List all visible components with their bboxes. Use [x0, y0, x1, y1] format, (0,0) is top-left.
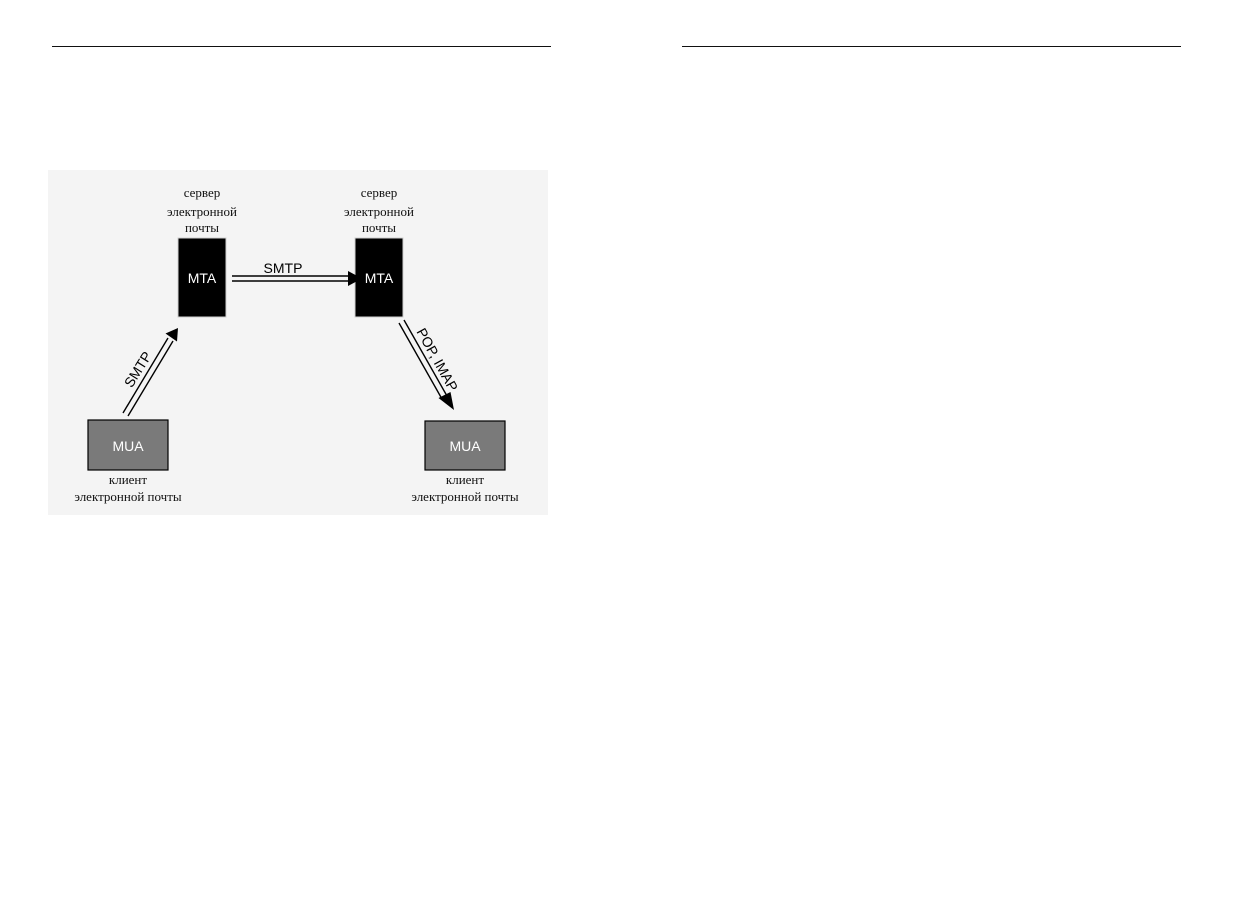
- header-rule: [52, 46, 551, 47]
- server-left-caption-line1: сервер: [184, 185, 221, 200]
- server-right-caption-line2: электронной: [344, 204, 414, 219]
- mta-server-right-label: MTA: [365, 270, 394, 286]
- smtp-label-server-to-server: SMTP: [264, 260, 303, 276]
- smtp-link-client-to-server: [122, 328, 178, 417]
- server-left-caption-line2: электронной: [167, 204, 237, 219]
- mua-client-right-box: [424, 420, 506, 471]
- server-right-caption-line1: сервер: [361, 185, 398, 200]
- header-rule: [682, 46, 1181, 47]
- client-right-caption-line2: электронной почты: [411, 489, 519, 504]
- left-page: сервер электронной почты MTA сервер элек…: [0, 0, 616, 914]
- client-left-caption-line1: клиент: [109, 472, 147, 487]
- right-page: [616, 0, 1233, 914]
- mta-server-left-box: [177, 237, 227, 318]
- server-left-caption-line3: почты: [185, 220, 219, 235]
- arrowhead-server-to-client: [438, 392, 454, 410]
- client-right-caption-line1: клиент: [446, 472, 484, 487]
- server-right-caption-line3: почты: [362, 220, 396, 235]
- email-architecture-diagram: сервер электронной почты MTA сервер элек…: [48, 170, 548, 515]
- mta-server-right-box: [354, 237, 404, 318]
- arrowhead-server-to-server: [348, 271, 362, 286]
- mua-client-right-label: MUA: [449, 438, 481, 454]
- mua-client-left-label: MUA: [112, 438, 144, 454]
- pop-imap-link-server-to-client: [398, 319, 454, 410]
- smtp-link-server-to-server: [232, 271, 362, 286]
- mta-server-left-label: MTA: [188, 270, 217, 286]
- mua-client-left-box: [87, 419, 169, 471]
- arrowhead-client-to-server: [165, 328, 178, 342]
- client-left-caption-line2: электронной почты: [74, 489, 182, 504]
